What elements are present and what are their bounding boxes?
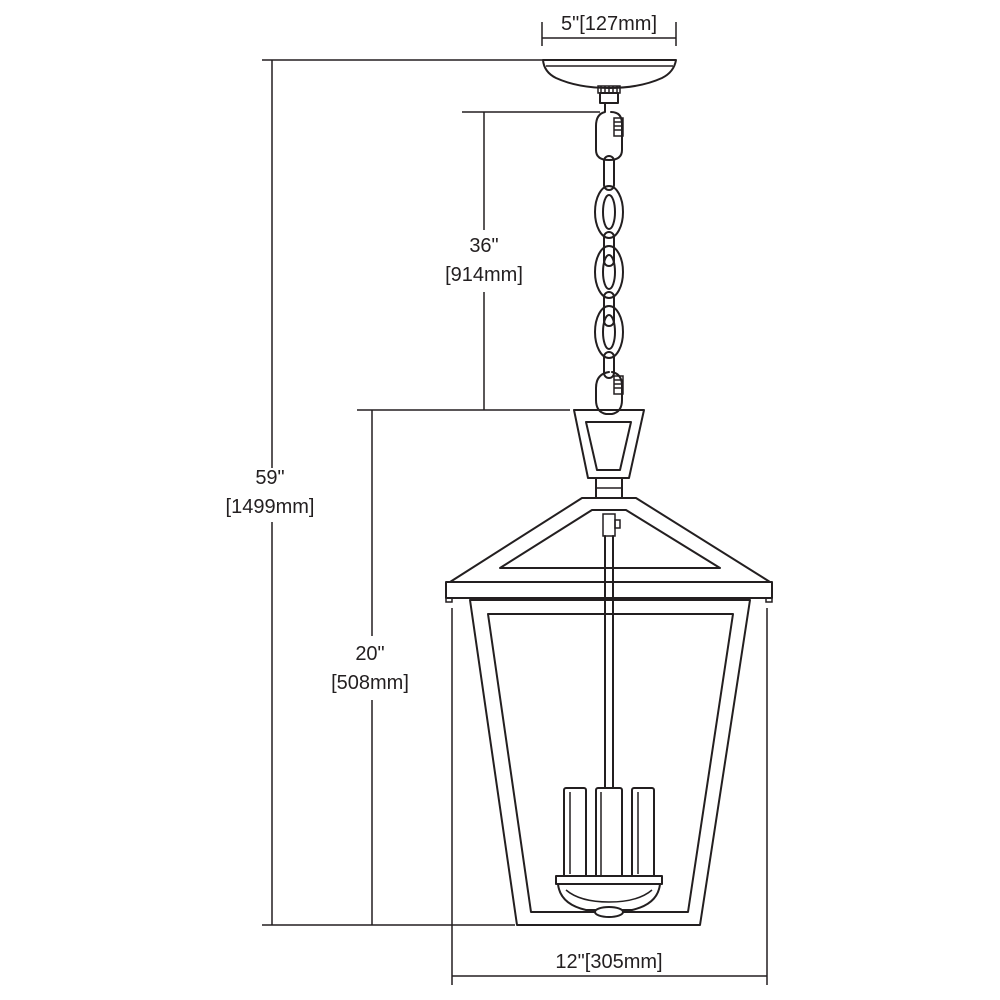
dimension-labels: 5"[127mm] 36" [914mm] 59" [1499mm] 20" [… [226,13,663,973]
dimension-lines [262,22,768,985]
fixture-height-imperial: 20" [355,643,384,665]
center-rod [602,513,621,791]
ceiling-canopy [542,59,677,104]
canopy-width-label: 5"[127mm] [561,13,657,35]
overall-height-metric: [1499mm] [226,496,315,518]
chain-length-imperial: 36" [469,235,498,257]
overall-height-imperial: 59" [255,467,284,489]
candle-cluster [555,787,663,918]
lantern-roof [445,497,773,603]
chain [594,102,624,415]
lantern-top-cap [573,409,645,499]
fixture-height-metric: [508mm] [331,672,409,694]
fixture-width-label: 12"[305mm] [555,951,662,973]
lantern-cage [469,599,751,926]
chain-length-metric: [914mm] [445,264,523,286]
